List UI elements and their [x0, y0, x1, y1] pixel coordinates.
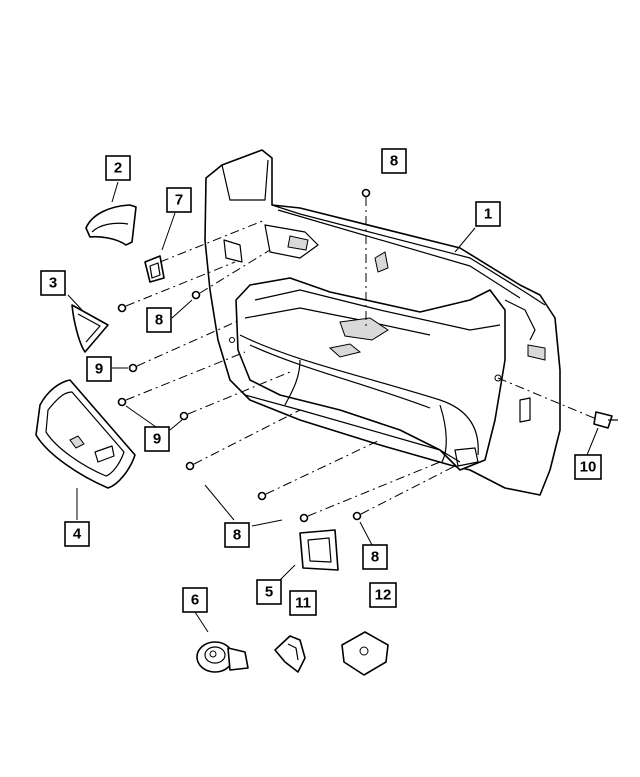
callout-9-upper-label: 9 — [95, 361, 103, 378]
handle-clip — [144, 255, 165, 283]
callout-3: 3 — [40, 270, 66, 296]
callout-9-lower: 9 — [144, 426, 170, 452]
callout-6-label: 6 — [191, 592, 199, 609]
callout-9-lower-label: 9 — [153, 431, 161, 448]
end-cap-trim — [35, 379, 136, 489]
retainer-clip — [274, 635, 306, 673]
callout-8-left: 8 — [146, 307, 172, 333]
callout-12-label: 12 — [375, 587, 392, 604]
switch-bezel — [299, 529, 339, 571]
callout-10: 10 — [574, 454, 602, 480]
alignment-lines — [125, 197, 595, 517]
callout-5-label: 5 — [265, 584, 273, 601]
callout-7: 7 — [166, 187, 192, 213]
door-panel — [204, 149, 561, 496]
mirror-flag-cover — [85, 204, 137, 246]
callout-4: 4 — [64, 521, 90, 547]
callout-8-left-label: 8 — [155, 312, 163, 329]
u-nut — [341, 631, 389, 676]
callout-7-label: 7 — [175, 192, 183, 209]
leader-lines — [67, 181, 599, 633]
callout-8-right: 8 — [362, 544, 388, 570]
callout-2: 2 — [105, 155, 131, 181]
callout-8-right-label: 8 — [371, 549, 379, 566]
callout-10-label: 10 — [580, 459, 597, 476]
callout-12: 12 — [369, 582, 397, 608]
callout-11-label: 11 — [295, 595, 311, 612]
callout-6: 6 — [182, 587, 208, 613]
callout-2-label: 2 — [114, 160, 122, 177]
callout-5: 5 — [256, 579, 282, 605]
push-rivet — [593, 411, 618, 429]
triangle-bezel — [71, 304, 109, 353]
callout-8-top-label: 8 — [390, 153, 398, 170]
callout-8-bottom-label: 8 — [233, 527, 241, 544]
screws — [117, 188, 371, 523]
callout-9-upper: 9 — [86, 356, 112, 382]
callout-3-label: 3 — [49, 275, 57, 292]
callout-1-label: 1 — [484, 206, 492, 223]
callout-11: 11 — [289, 590, 317, 616]
callout-4-label: 4 — [73, 526, 82, 543]
push-pin-fastener — [196, 641, 249, 673]
callout-8-bottom: 8 — [224, 522, 250, 548]
callout-8-top: 8 — [381, 148, 407, 174]
callout-1: 1 — [475, 201, 501, 227]
